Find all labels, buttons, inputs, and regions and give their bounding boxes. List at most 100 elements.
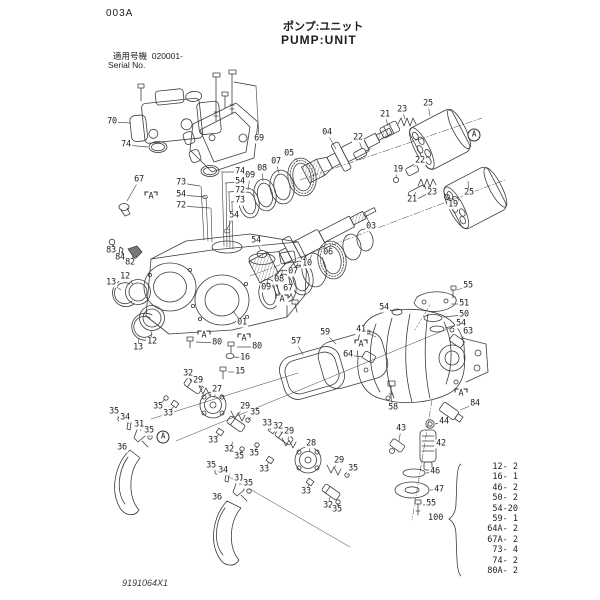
socket-bolts	[212, 69, 257, 122]
callout-41: 41	[355, 324, 367, 335]
valve-body	[182, 91, 259, 173]
callout-34: 34	[119, 412, 131, 423]
callout-67: 67	[133, 174, 145, 185]
callout-33: 33	[207, 435, 219, 446]
callout-23: 23	[396, 104, 408, 115]
callout-35: 35	[249, 407, 261, 418]
callout-36: 36	[211, 492, 223, 503]
callout-19: 19	[447, 199, 459, 210]
callout-67: 67	[282, 283, 294, 294]
callout-84: 84	[469, 398, 481, 409]
callout-21: 21	[379, 109, 391, 120]
callout-23: 23	[426, 187, 438, 198]
parts-list-item: 74- 2	[492, 555, 518, 566]
parts-list-item: 54-20	[492, 503, 518, 514]
callout-13: 13	[132, 342, 144, 353]
callout-35: 35	[347, 463, 359, 474]
callout-35: 35	[248, 448, 260, 459]
callout-35: 35	[242, 478, 254, 489]
callout-63: 63	[462, 326, 474, 337]
callout-72: 72	[234, 185, 246, 196]
assembly-marker-a: A	[354, 339, 368, 351]
callout-33: 33	[162, 408, 174, 419]
callout-10: 10	[301, 258, 313, 269]
page-code: 003A	[106, 8, 134, 19]
o-ring-74	[148, 141, 220, 177]
drawing-number: 9191064X1	[122, 578, 169, 588]
gasket-57	[279, 346, 345, 400]
callout-27: 27	[211, 384, 223, 395]
parts-list-item: 50- 2	[492, 493, 518, 504]
callout-42: 42	[435, 438, 447, 449]
parts-list-item: 16- 1	[492, 472, 518, 483]
callout-33: 33	[258, 464, 270, 475]
callout-55: 55	[425, 498, 437, 509]
valve-cartridges	[353, 117, 450, 202]
callout-09: 09	[244, 170, 256, 181]
pump-housing	[143, 233, 308, 335]
parts-list-item: 73- 4	[492, 545, 518, 556]
callout-74: 74	[234, 166, 246, 177]
callout-82: 82	[124, 257, 136, 268]
detail-marker-circle-a: A	[467, 128, 481, 142]
callout-16: 16	[239, 352, 251, 363]
parts-list-item: 59- 1	[492, 514, 518, 525]
callout-54: 54	[378, 302, 390, 313]
serial-label-ja-text: 適用号機	[113, 51, 148, 61]
detail-marker-circle-a: A	[156, 430, 170, 444]
callout-44: 44	[438, 416, 450, 427]
callout-35: 35	[143, 425, 155, 436]
callout-36: 36	[116, 442, 128, 453]
page-title-japanese: ポンプ:ユニット	[283, 21, 364, 33]
serial-label-japanese: 適用号機 020001-	[113, 50, 183, 62]
callout-25: 25	[463, 187, 475, 198]
callout-25: 25	[422, 98, 434, 109]
callout-57: 57	[290, 336, 302, 347]
callout-47: 47	[433, 484, 445, 495]
callout-28: 28	[305, 438, 317, 449]
callout-29: 29	[192, 375, 204, 386]
callout-21: 21	[406, 194, 418, 205]
cylinder-block-a	[409, 108, 471, 170]
callout-13: 13	[105, 277, 117, 288]
callout-12: 12	[119, 271, 131, 282]
callout-29: 29	[333, 455, 345, 466]
parts-list-item: 80A- 2	[487, 566, 518, 577]
callout-51: 51	[458, 298, 470, 309]
callout-09: 09	[260, 282, 272, 293]
callout-01: 01	[236, 317, 248, 328]
callout-35: 35	[233, 451, 245, 462]
cylinder-block-b	[443, 166, 508, 230]
callout-04: 04	[321, 127, 333, 138]
callout-55: 55	[462, 280, 474, 291]
callout-22: 22	[414, 155, 426, 166]
assembly-marker-a: A	[144, 191, 158, 203]
callout-15: 15	[234, 366, 246, 377]
callout-07: 07	[270, 156, 282, 167]
callout-43: 43	[395, 423, 407, 434]
assembly-marker-a: A	[454, 388, 468, 400]
callout-03: 03	[365, 221, 377, 232]
callout-70: 70	[106, 116, 118, 127]
callout-46: 46	[429, 466, 441, 477]
shaft-03	[248, 207, 377, 284]
callout-19: 19	[392, 164, 404, 175]
callout-07: 07	[287, 266, 299, 277]
callout-08: 08	[256, 163, 268, 174]
regulator-assembly	[129, 88, 222, 144]
serial-label-english: Serial No.	[108, 60, 146, 70]
callout-05: 05	[283, 148, 295, 159]
parts-list-item: 12- 2	[492, 462, 518, 472]
assembly-marker-a: A	[237, 333, 251, 345]
parts-list-item: 67A- 2	[487, 534, 518, 545]
callout-33: 33	[300, 486, 312, 497]
serial-number-value: 020001-	[151, 51, 183, 61]
callout-54: 54	[175, 189, 187, 200]
page-title-english: PUMP:UNIT	[281, 33, 357, 47]
callout-54: 54	[228, 210, 240, 221]
callout-73: 73	[234, 195, 246, 206]
callout-69: 69	[253, 133, 265, 144]
callout-59: 59	[319, 327, 331, 338]
plate-59	[317, 330, 389, 390]
